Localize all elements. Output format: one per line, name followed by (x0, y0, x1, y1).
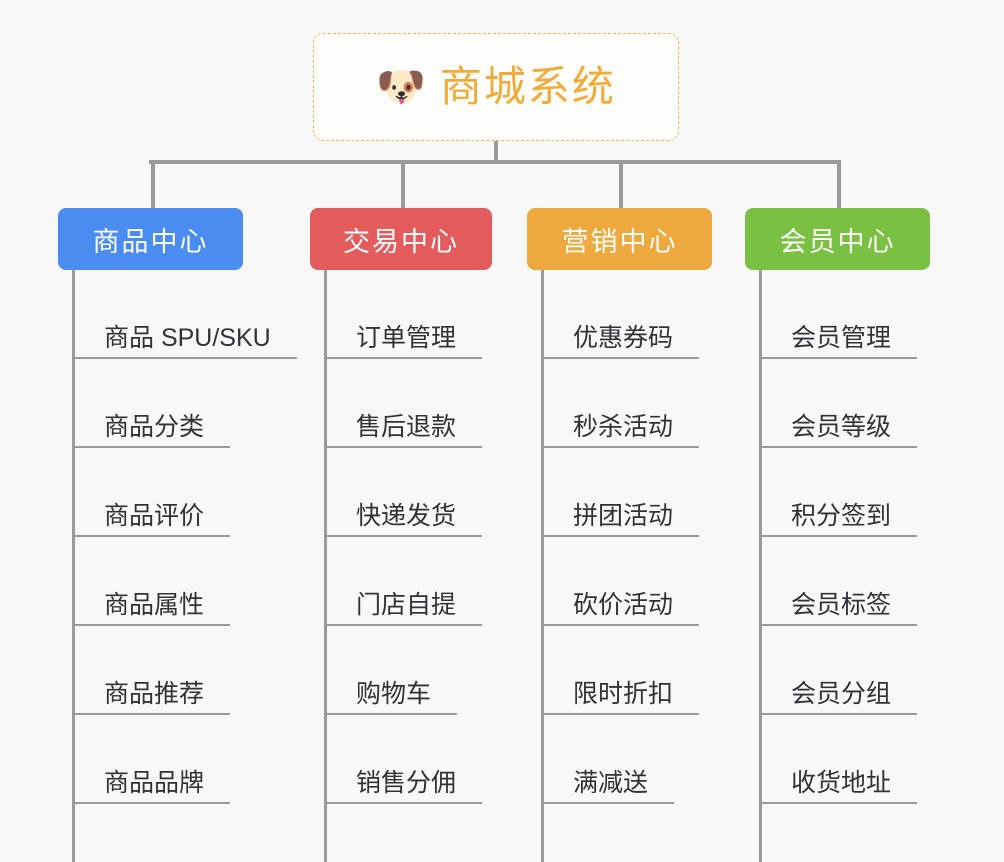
connector-drop-1 (151, 160, 155, 208)
leaf-item-label: 购物车 (324, 680, 458, 715)
leaf-item[interactable]: 限时折扣 (527, 626, 712, 715)
branch-column-4: 会员中心会员管理会员等级积分签到会员标签会员分组收货地址 (745, 208, 930, 862)
leaf-item[interactable]: 积分签到 (745, 448, 930, 537)
leaf-item[interactable]: 拼团活动 (527, 448, 712, 537)
leaf-item-label: 销售分佣 (324, 769, 483, 804)
branch-header-2[interactable]: 交易中心 (310, 208, 492, 270)
branch-column-2: 交易中心订单管理售后退款快递发货门店自提购物车销售分佣 (310, 208, 492, 862)
leaf-item-label: 商品分类 (72, 413, 231, 448)
branch-leaf-list-1: 商品 SPU/SKU 商品分类商品评价商品属性商品推荐商品品牌 (58, 270, 297, 862)
leaf-item-label: 积分签到 (759, 502, 918, 537)
branch-leaf-list-3: 优惠券码秒杀活动拼团活动砍价活动限时折扣满减送 (527, 270, 712, 862)
leaf-item-label: 收货地址 (759, 769, 918, 804)
branch-header-label: 营销中心 (561, 226, 678, 257)
leaf-item[interactable]: 会员标签 (745, 537, 930, 626)
leaf-item-label: 售后退款 (324, 413, 483, 448)
dog-face-icon: 🐶 (376, 65, 426, 109)
branch-header-label: 商品中心 (92, 226, 209, 257)
connector-root-stem (494, 141, 498, 164)
connector-drop-2 (401, 160, 405, 208)
leaf-item[interactable]: 销售分佣 (310, 715, 492, 804)
leaf-item[interactable]: 商品评价 (58, 448, 243, 537)
leaf-item[interactable]: 购物车 (310, 626, 492, 715)
branch-leaf-list-4: 会员管理会员等级积分签到会员标签会员分组收货地址 (745, 270, 930, 862)
root-node[interactable]: 🐶 商城系统 (313, 33, 679, 141)
leaf-item[interactable]: 商品品牌 (58, 715, 243, 804)
branch-leaf-list-2: 订单管理售后退款快递发货门店自提购物车销售分佣 (310, 270, 492, 862)
leaf-spine (324, 270, 327, 862)
mindmap-canvas: 🐶 商城系统 商品中心商品 SPU/SKU 商品分类商品评价商品属性商品推荐商品品… (58, 33, 930, 862)
leaf-item[interactable]: 售后退款 (310, 359, 492, 448)
leaf-item-label: 商品品牌 (72, 769, 231, 804)
branch-header-4[interactable]: 会员中心 (745, 208, 930, 270)
leaf-item[interactable]: 会员等级 (745, 359, 930, 448)
branch-header-label: 交易中心 (343, 226, 459, 257)
leaf-item[interactable]: 砍价活动 (527, 537, 712, 626)
leaf-item[interactable]: 商品分类 (58, 359, 243, 448)
leaf-item-label: 商品推荐 (72, 680, 231, 715)
leaf-item-label: 拼团活动 (541, 502, 700, 537)
branch-column-1: 商品中心商品 SPU/SKU 商品分类商品评价商品属性商品推荐商品品牌 (58, 208, 297, 862)
connector-drop-4 (837, 160, 841, 208)
leaf-item[interactable]: 门店自提 (310, 537, 492, 626)
leaf-item[interactable]: 收货地址 (745, 715, 930, 804)
leaf-item-label: 订单管理 (324, 324, 483, 359)
leaf-item-label: 砍价活动 (541, 591, 700, 626)
leaf-item-label: 会员等级 (759, 413, 918, 448)
leaf-item-label: 商品评价 (72, 502, 231, 537)
leaf-item[interactable]: 商品 SPU/SKU (58, 270, 297, 359)
branch-column-3: 营销中心优惠券码秒杀活动拼团活动砍价活动限时折扣满减送 (527, 208, 712, 862)
leaf-item-label: 秒杀活动 (541, 413, 700, 448)
leaf-item[interactable]: 会员分组 (745, 626, 930, 715)
leaf-item-label: 会员管理 (759, 324, 918, 359)
leaf-item[interactable]: 满减送 (527, 715, 712, 804)
leaf-item-label: 商品 SPU/SKU (72, 324, 297, 359)
leaf-item-label: 满减送 (541, 769, 675, 804)
leaf-item-label: 快递发货 (324, 502, 483, 537)
connector-drop-3 (619, 160, 623, 208)
branch-header-1[interactable]: 商品中心 (58, 208, 243, 270)
branch-header-label: 会员中心 (779, 226, 896, 257)
leaf-spine (72, 270, 75, 862)
leaf-item-label: 门店自提 (324, 591, 483, 626)
connector-horizontal-bus (149, 160, 841, 164)
leaf-item[interactable]: 优惠券码 (527, 270, 712, 359)
leaf-item[interactable]: 秒杀活动 (527, 359, 712, 448)
leaf-item-label: 会员标签 (759, 591, 918, 626)
leaf-item-label: 会员分组 (759, 680, 918, 715)
leaf-spine (759, 270, 762, 862)
leaf-item[interactable]: 会员管理 (745, 270, 930, 359)
leaf-item-label: 限时折扣 (541, 680, 700, 715)
leaf-item-label: 优惠券码 (541, 324, 700, 359)
leaf-item[interactable]: 商品推荐 (58, 626, 243, 715)
leaf-item-label: 商品属性 (72, 591, 231, 626)
branch-header-3[interactable]: 营销中心 (527, 208, 712, 270)
leaf-item[interactable]: 订单管理 (310, 270, 492, 359)
leaf-spine (541, 270, 544, 862)
root-title: 商城系统 (439, 63, 616, 110)
leaf-item[interactable]: 商品属性 (58, 537, 243, 626)
leaf-item[interactable]: 快递发货 (310, 448, 492, 537)
